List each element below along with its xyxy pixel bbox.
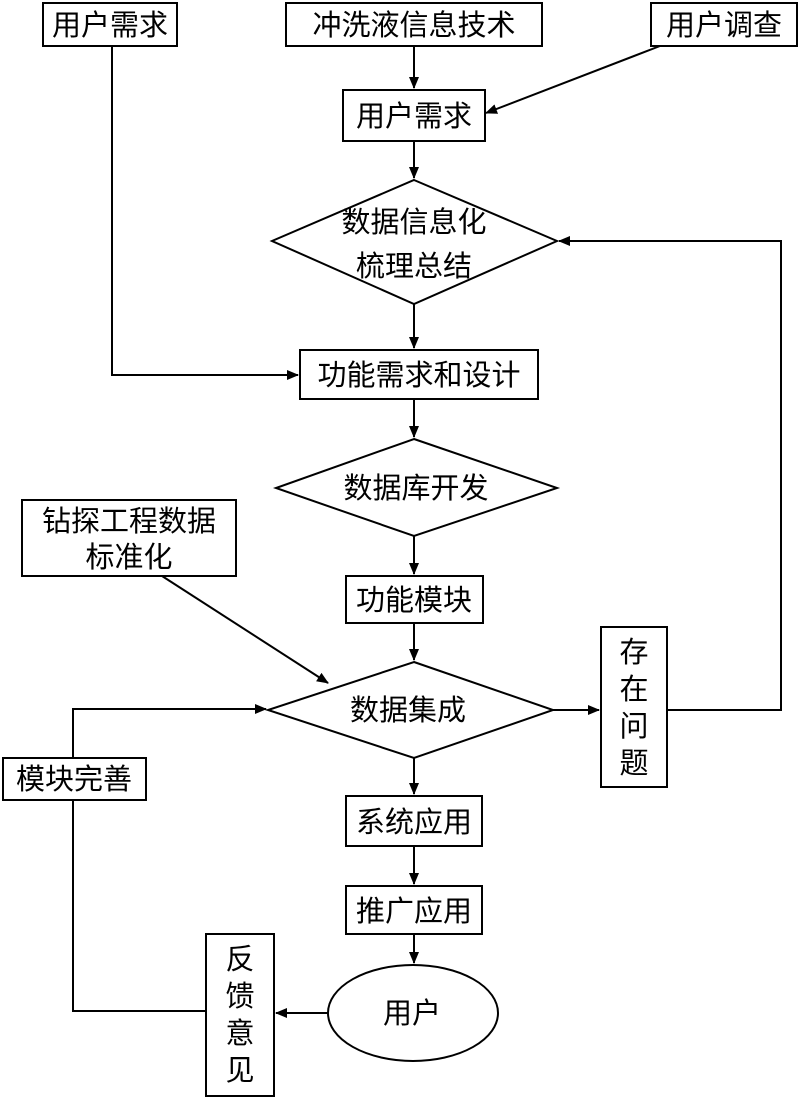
node-issues-char4: 题 — [619, 746, 648, 780]
node-data-integration: 数据集成 — [264, 660, 557, 760]
node-func-design-label: 功能需求和设计 — [317, 358, 520, 392]
edge-improve-to-integration — [72, 704, 267, 758]
node-db-dev: 数据库开发 — [272, 437, 561, 538]
node-module-improve: 模块完善 — [2, 757, 147, 801]
node-promote-app: 推广应用 — [345, 885, 483, 935]
node-feedback-char4: 见 — [225, 1053, 254, 1087]
node-system-app: 系统应用 — [345, 795, 483, 847]
node-drilling-std-line2: 标准化 — [85, 540, 172, 574]
node-user-survey-label: 用户调查 — [666, 8, 782, 42]
node-info-summary-line2: 梳理总结 — [356, 249, 472, 283]
node-func-module-label: 功能模块 — [356, 583, 472, 617]
node-db-dev-label: 数据库开发 — [343, 471, 488, 505]
node-drilling-std: 钻探工程数据 标准化 — [21, 499, 237, 577]
node-user: 用户 — [327, 964, 499, 1062]
node-user-needs: 用户需求 — [342, 89, 486, 142]
node-drilling-std-line1: 钻探工程数据 — [42, 504, 216, 538]
node-info-summary-line1: 数据信息化 — [341, 205, 486, 239]
node-feedback-char1: 反 — [225, 942, 254, 976]
node-user-needs-label: 用户需求 — [356, 99, 472, 133]
node-feedback-char3: 意 — [225, 1016, 254, 1050]
edge-topneeds-to-design — [111, 46, 299, 380]
node-data-integration-label: 数据集成 — [350, 693, 466, 727]
node-module-improve-label: 模块完善 — [16, 762, 132, 796]
edge-standard-to-integration — [161, 575, 329, 684]
edge-issues-to-summary — [558, 236, 782, 711]
node-flushing-tech: 冲洗液信息技术 — [285, 2, 543, 47]
node-promote-app-label: 推广应用 — [356, 894, 472, 928]
node-user-needs-top: 用户需求 — [42, 2, 178, 47]
node-system-app-label: 系统应用 — [356, 805, 472, 839]
edge-survey-to-needs — [485, 45, 661, 114]
node-user-needs-top-label: 用户需求 — [52, 8, 168, 42]
node-feedback-char2: 馈 — [225, 979, 254, 1013]
node-issues-char2: 在 — [619, 672, 648, 706]
node-info-summary: 数据信息化 梳理总结 — [269, 178, 560, 306]
edge-feedback-to-improve — [72, 800, 206, 1012]
node-issues-char1: 存 — [619, 635, 648, 669]
node-func-design: 功能需求和设计 — [299, 349, 539, 400]
node-feedback: 反 馈 意 见 — [205, 933, 275, 1097]
node-flushing-tech-label: 冲洗液信息技术 — [312, 8, 515, 42]
node-user-label: 用户 — [383, 996, 441, 1030]
node-issues: 存 在 问 题 — [600, 626, 668, 788]
node-func-module: 功能模块 — [345, 575, 484, 624]
node-user-survey: 用户调查 — [650, 2, 798, 47]
node-issues-char3: 问 — [619, 709, 648, 743]
